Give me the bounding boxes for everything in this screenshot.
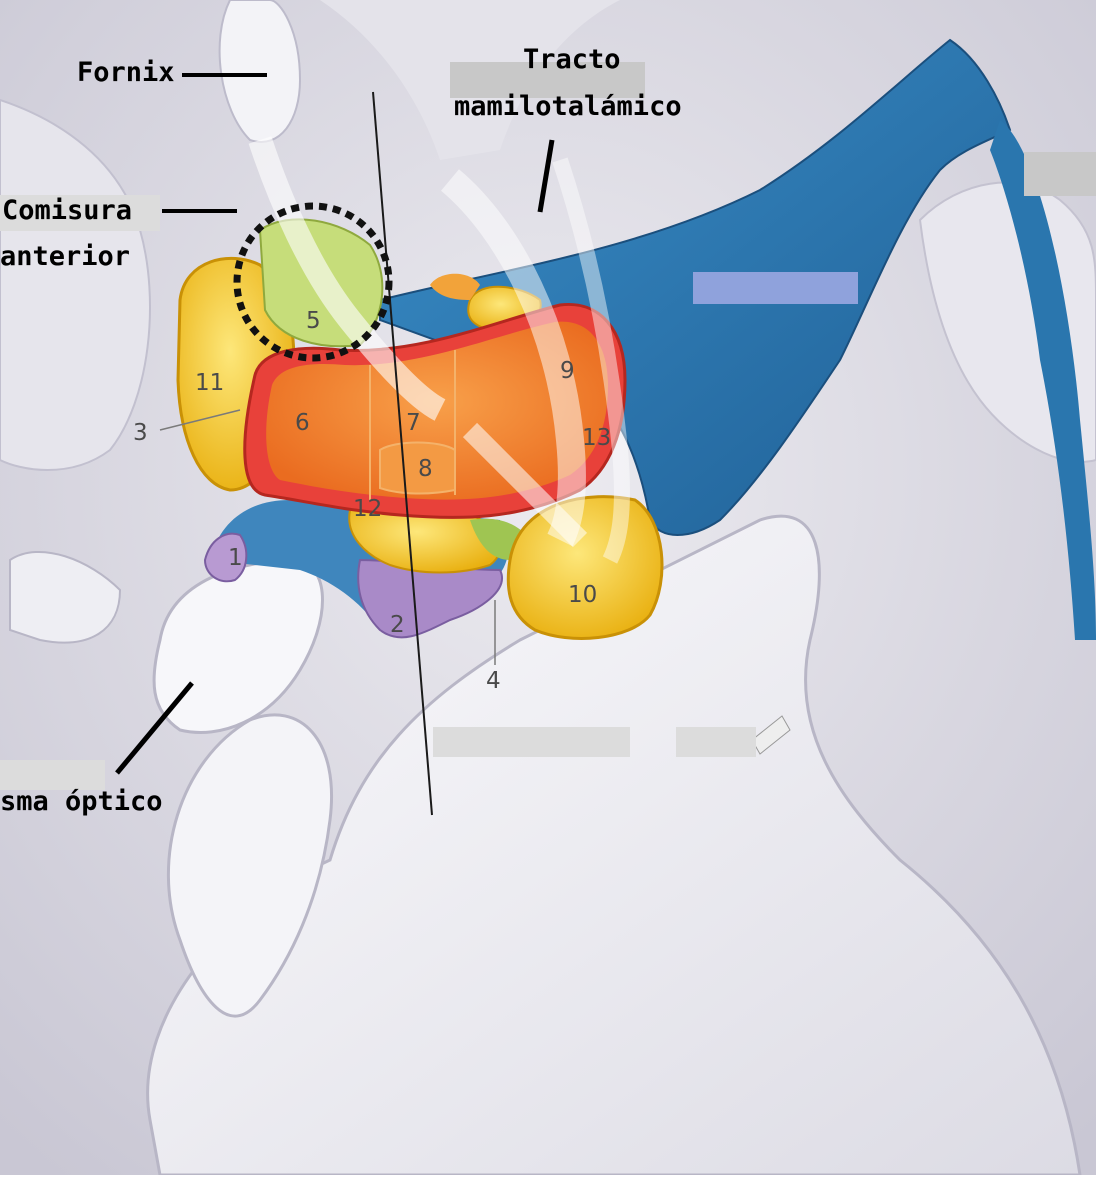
- number-6: 6: [295, 410, 310, 436]
- label-fornix: Fornix: [77, 58, 175, 88]
- label-comisura-line1: Comisura: [2, 196, 132, 226]
- nucleus-10-shape: [508, 497, 662, 639]
- number-11: 11: [195, 370, 224, 396]
- label-tracto-line2: mamilotalámico: [454, 92, 682, 122]
- label-quiasma: sma óptico: [0, 787, 163, 817]
- number-12: 12: [353, 496, 382, 522]
- number-3: 3: [133, 420, 148, 446]
- blank-box-right: [1024, 152, 1096, 196]
- label-tracto-line1: Tracto: [523, 45, 621, 75]
- number-5: 5: [306, 308, 321, 334]
- number-13: 13: [582, 425, 611, 451]
- number-8: 8: [418, 456, 433, 482]
- blank-box-center: [433, 727, 630, 757]
- number-2: 2: [390, 612, 405, 638]
- number-4: 4: [486, 668, 501, 694]
- blank-box-right-small: [676, 727, 756, 757]
- blank-box-blue: [693, 272, 858, 304]
- number-9: 9: [560, 358, 575, 384]
- number-7: 7: [406, 410, 421, 436]
- number-10: 10: [568, 582, 597, 608]
- number-1: 1: [228, 545, 243, 571]
- label-comisura-line2: anterior: [0, 242, 130, 272]
